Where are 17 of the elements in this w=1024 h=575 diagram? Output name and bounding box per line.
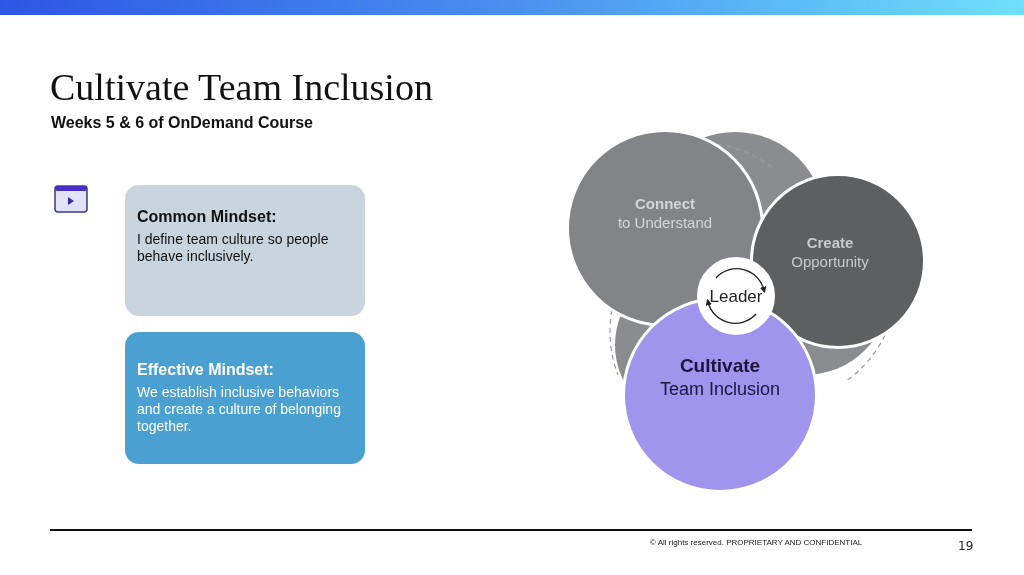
- circle-text: Team Inclusion: [659, 377, 781, 401]
- slide-title: Cultivate Team Inclusion: [50, 65, 433, 110]
- subtitle: Weeks 5 & 6 of OnDemand Course: [51, 113, 313, 133]
- mindset-card: [125, 185, 365, 316]
- circle-text: to Understand: [617, 214, 713, 233]
- circle-text: Opportunity: [791, 253, 869, 272]
- circle-heading: Cultivate: [679, 353, 761, 378]
- card-heading: Effective Mindset:: [137, 360, 275, 380]
- circle-heading: Connect: [635, 195, 695, 214]
- card-heading: Common Mindset:: [137, 207, 278, 227]
- card-text: We establish inclusive behaviors and create a culture of belonging together.: [137, 384, 342, 435]
- card-text: I define team culture so people behave inclusively.: [137, 231, 330, 265]
- mindset-card: [125, 332, 365, 464]
- circle-text: Leader: [709, 287, 763, 305]
- copyright-notice: © All rights reserved. PROPRIETARY AND CONFIDENTIAL: [650, 537, 863, 549]
- page-number: 19: [958, 538, 974, 555]
- circle-heading: Create: [806, 234, 854, 253]
